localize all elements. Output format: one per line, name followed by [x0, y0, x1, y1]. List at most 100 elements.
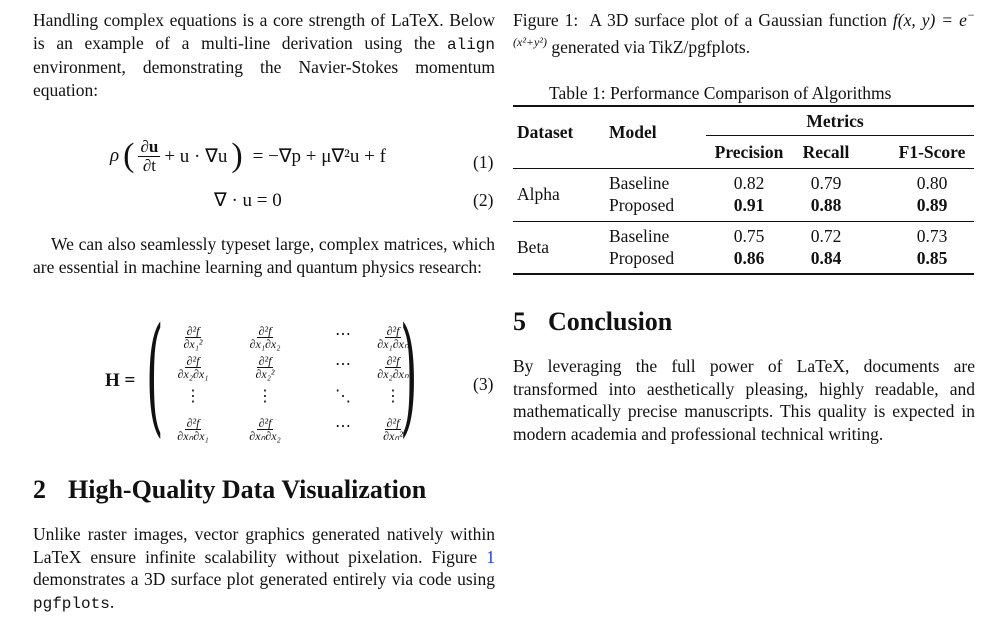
matrix-lhs: H =: [105, 370, 136, 391]
eq-rhs: = −∇p + μ∇²u + f: [252, 145, 386, 167]
cell-f1: 0.73: [916, 226, 948, 246]
cell-recall: 0.88: [810, 195, 842, 215]
header-precision: Precision: [714, 142, 784, 162]
denominator: ∂xₙ∂x₁: [177, 429, 209, 443]
figure-caption: Figure 1: A 3D surface plot of a Gaussia…: [513, 4, 975, 59]
text: environment, demonstrating the Navier-St…: [33, 57, 495, 100]
cell-model: Baseline: [609, 226, 670, 246]
ellipsis: ⋯: [335, 416, 351, 435]
numerator: ∂²f: [384, 416, 402, 430]
table-caption: Table 1: Performance Comparison of Algor…: [549, 83, 892, 103]
cell-recall: 0.84: [810, 248, 842, 268]
cell-recall: 0.72: [810, 226, 842, 246]
section-title: Conclusion: [548, 307, 673, 336]
matrix-cell: ⋮: [353, 382, 433, 410]
cell-model: Proposed: [609, 195, 675, 215]
text: Handling complex equations is a core str…: [33, 10, 391, 30]
numerator: ∂²f: [384, 324, 402, 338]
ellipsis: ⋱: [335, 386, 351, 405]
text: Unlike raster images, vector graphics ge…: [33, 524, 495, 544]
fraction: ∂²f∂x₂∂x₁: [178, 355, 209, 380]
denominator: ∂x₂∂x₁: [177, 367, 209, 381]
matrix-cell: ⋯: [303, 320, 383, 348]
right-paren: ): [400, 301, 418, 450]
visualization-paragraph: Unlike raster images, vector graphics ge…: [33, 523, 495, 615]
intro-paragraph: Handling complex equations is a core str…: [33, 9, 495, 101]
denominator: ∂t: [142, 155, 156, 175]
equation-1: ρ ( ∂u∂t + u · ∇u ) = −∇p + μ∇²u + f: [110, 136, 386, 175]
eq-term: + u · ∇u: [164, 145, 228, 167]
section-number: 5: [513, 307, 526, 336]
cell-precision: 0.91: [733, 195, 765, 215]
denominator: ∂xₙ²: [383, 429, 403, 443]
formula-exponent: −(x²+y²): [513, 8, 975, 50]
inline-code: align: [446, 35, 495, 54]
fraction: ∂²f∂xₙ∂x₂: [249, 417, 280, 442]
cell-precision: 0.75: [733, 226, 765, 246]
metrics-cmidrule: [706, 135, 974, 136]
matrix-cell: ∂²f∂x₂∂xₙ: [353, 350, 433, 380]
text: A 3D surface plot of a Gaussian function: [589, 9, 893, 30]
cell-model: Baseline: [609, 173, 670, 193]
ellipsis: ⋮: [385, 386, 401, 405]
matrix-cell: ∂²f∂x₁²: [153, 320, 233, 350]
rho: ρ: [110, 145, 120, 166]
fraction: ∂²f∂xₙ∂x₁: [177, 417, 208, 442]
cell-dataset: Beta: [517, 237, 550, 257]
matrix-cell: ∂²f∂x₂∂x₁: [153, 350, 233, 380]
numerator: ∂²f: [184, 354, 202, 368]
ellipsis: ⋯: [335, 324, 351, 343]
latex-logo: LaTeX: [390, 10, 440, 30]
header-f1: F1-Score: [898, 142, 966, 162]
header-metrics: Metrics: [806, 111, 864, 131]
fraction: ∂u∂t: [138, 137, 161, 175]
cell-f1: 0.80: [916, 173, 948, 193]
denominator: ∂xₙ∂x₂: [249, 429, 281, 443]
ellipsis: ⋮: [257, 386, 273, 405]
denominator: ∂x₂²: [255, 367, 275, 381]
matrix-cell: ⋮: [153, 382, 233, 410]
cell-precision: 0.86: [733, 248, 765, 268]
section-title: High-Quality Data Visualization: [68, 475, 427, 504]
matrix-cell: ∂²f∂x₁∂xₙ: [353, 320, 433, 350]
matrix-cell: ∂²f∂xₙ²: [353, 412, 433, 442]
matrix-cell: ∂²f∂xₙ∂x₂: [225, 412, 305, 442]
matrix-cell: ⋱: [303, 382, 383, 410]
latex-logo: LaTeX: [796, 356, 845, 376]
ellipsis: ⋮: [185, 386, 201, 405]
matrix-cell: ∂²f∂x₂²: [225, 350, 305, 380]
section-heading-5: 5 Conclusion: [513, 307, 672, 337]
hessian-matrix: ∂²f∂x₁²∂²f∂x₁∂x₂⋯∂²f∂x₁∂xₙ∂²f∂x₂∂x₁∂²f∂x…: [153, 320, 413, 450]
equation-number: (3): [473, 374, 494, 394]
fraction: ∂²f∂x₁∂x₂: [250, 325, 281, 350]
cell-f1: 0.85: [916, 248, 948, 268]
conclusion-paragraph: By leveraging the full power of LaTeX, d…: [513, 355, 975, 445]
numerator: ∂²f: [384, 354, 402, 368]
left-paren: (: [146, 301, 164, 450]
numerator: ∂²f: [184, 416, 202, 430]
denominator: ∂x₁²: [183, 337, 203, 351]
header-model: Model: [609, 122, 657, 142]
text: generated via TikZ/pgfplots.: [546, 37, 751, 58]
equation-number: (2): [473, 190, 494, 210]
denominator: ∂x₂∂xₙ: [377, 367, 409, 381]
table-top-rule: [513, 105, 974, 107]
figure-reference-link[interactable]: 1: [486, 546, 495, 567]
denominator: ∂x₁∂xₙ: [377, 337, 409, 351]
text: demonstrates a 3D surface plot generated…: [33, 569, 495, 589]
cell-model: Proposed: [609, 248, 675, 268]
table-mid-rule: [513, 168, 974, 169]
header-recall: Recall: [802, 142, 850, 162]
matrix-cell: ∂²f∂x₁∂x₂: [225, 320, 305, 350]
matrix-cell: ∂²f∂xₙ∂x₁: [153, 412, 233, 442]
table-bottom-rule: [513, 273, 974, 275]
text: ensure infinite scalability without pixe…: [81, 546, 487, 567]
text: , documents are transformed into aesthet…: [513, 356, 975, 444]
matrix-cell: ⋯: [303, 412, 383, 440]
numerator: ∂²f: [256, 324, 274, 338]
fraction: ∂²f∂x₁²: [183, 325, 202, 350]
cell-dataset: Alpha: [517, 184, 560, 204]
equation-2: ∇ · u = 0: [214, 190, 282, 211]
numerator: ∂²f: [256, 354, 274, 368]
latex-logo: LaTeX: [33, 546, 82, 567]
